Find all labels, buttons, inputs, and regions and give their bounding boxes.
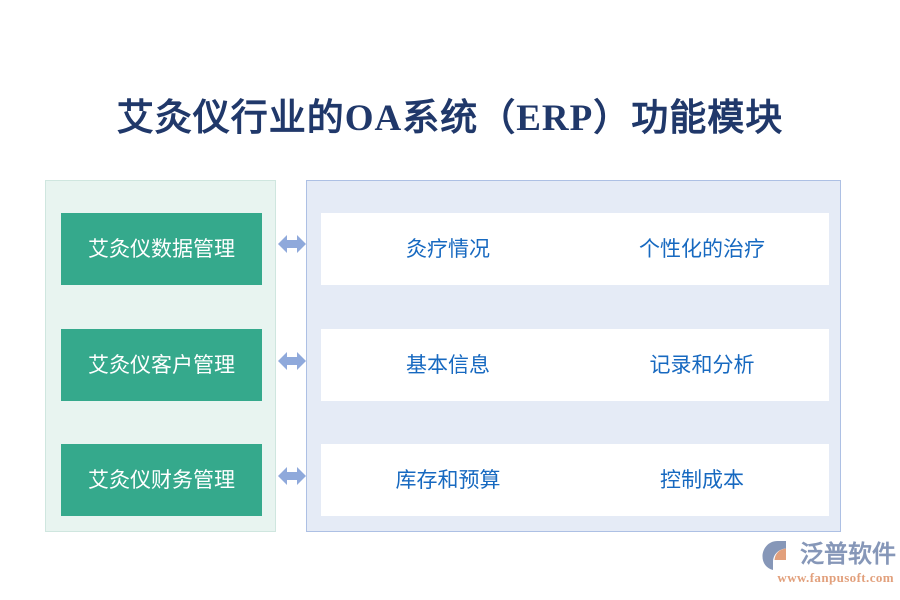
module-box-basic-info[interactable]: 基本信息 <box>321 329 575 401</box>
watermark-logo: 泛普软件 www.fanpusoft.com <box>762 538 896 596</box>
module-box-records-analysis[interactable]: 记录和分析 <box>575 329 829 401</box>
left-category-panel: 艾灸仪数据管理 艾灸仪客户管理 艾灸仪财务管理 <box>45 180 276 532</box>
right-module-panel: 灸疗情况 个性化的治疗 基本信息 记录和分析 库存和预算 控制成本 <box>306 180 841 532</box>
category-box-data-management[interactable]: 艾灸仪数据管理 <box>61 213 262 285</box>
module-box-cost-control[interactable]: 控制成本 <box>575 444 829 516</box>
fanpu-logo-icon <box>762 540 796 571</box>
module-box-moxibustion-status[interactable]: 灸疗情况 <box>321 213 575 285</box>
watermark-brand-name: 泛普软件 <box>800 541 896 568</box>
double-arrow-horizontal-icon <box>278 346 306 376</box>
category-box-finance-management[interactable]: 艾灸仪财务管理 <box>61 444 262 516</box>
module-box-personalized-treatment[interactable]: 个性化的治疗 <box>575 213 829 285</box>
double-arrow-horizontal-icon <box>278 229 306 259</box>
watermark-brand-row: 泛普软件 <box>762 538 896 572</box>
module-box-inventory-budget[interactable]: 库存和预算 <box>321 444 575 516</box>
category-box-customer-management[interactable]: 艾灸仪客户管理 <box>61 329 262 401</box>
page-title: 艾灸仪行业的OA系统（ERP）功能模块 <box>116 97 784 139</box>
watermark-url: www.fanpusoft.com <box>777 570 894 585</box>
double-arrow-horizontal-icon <box>278 461 306 491</box>
